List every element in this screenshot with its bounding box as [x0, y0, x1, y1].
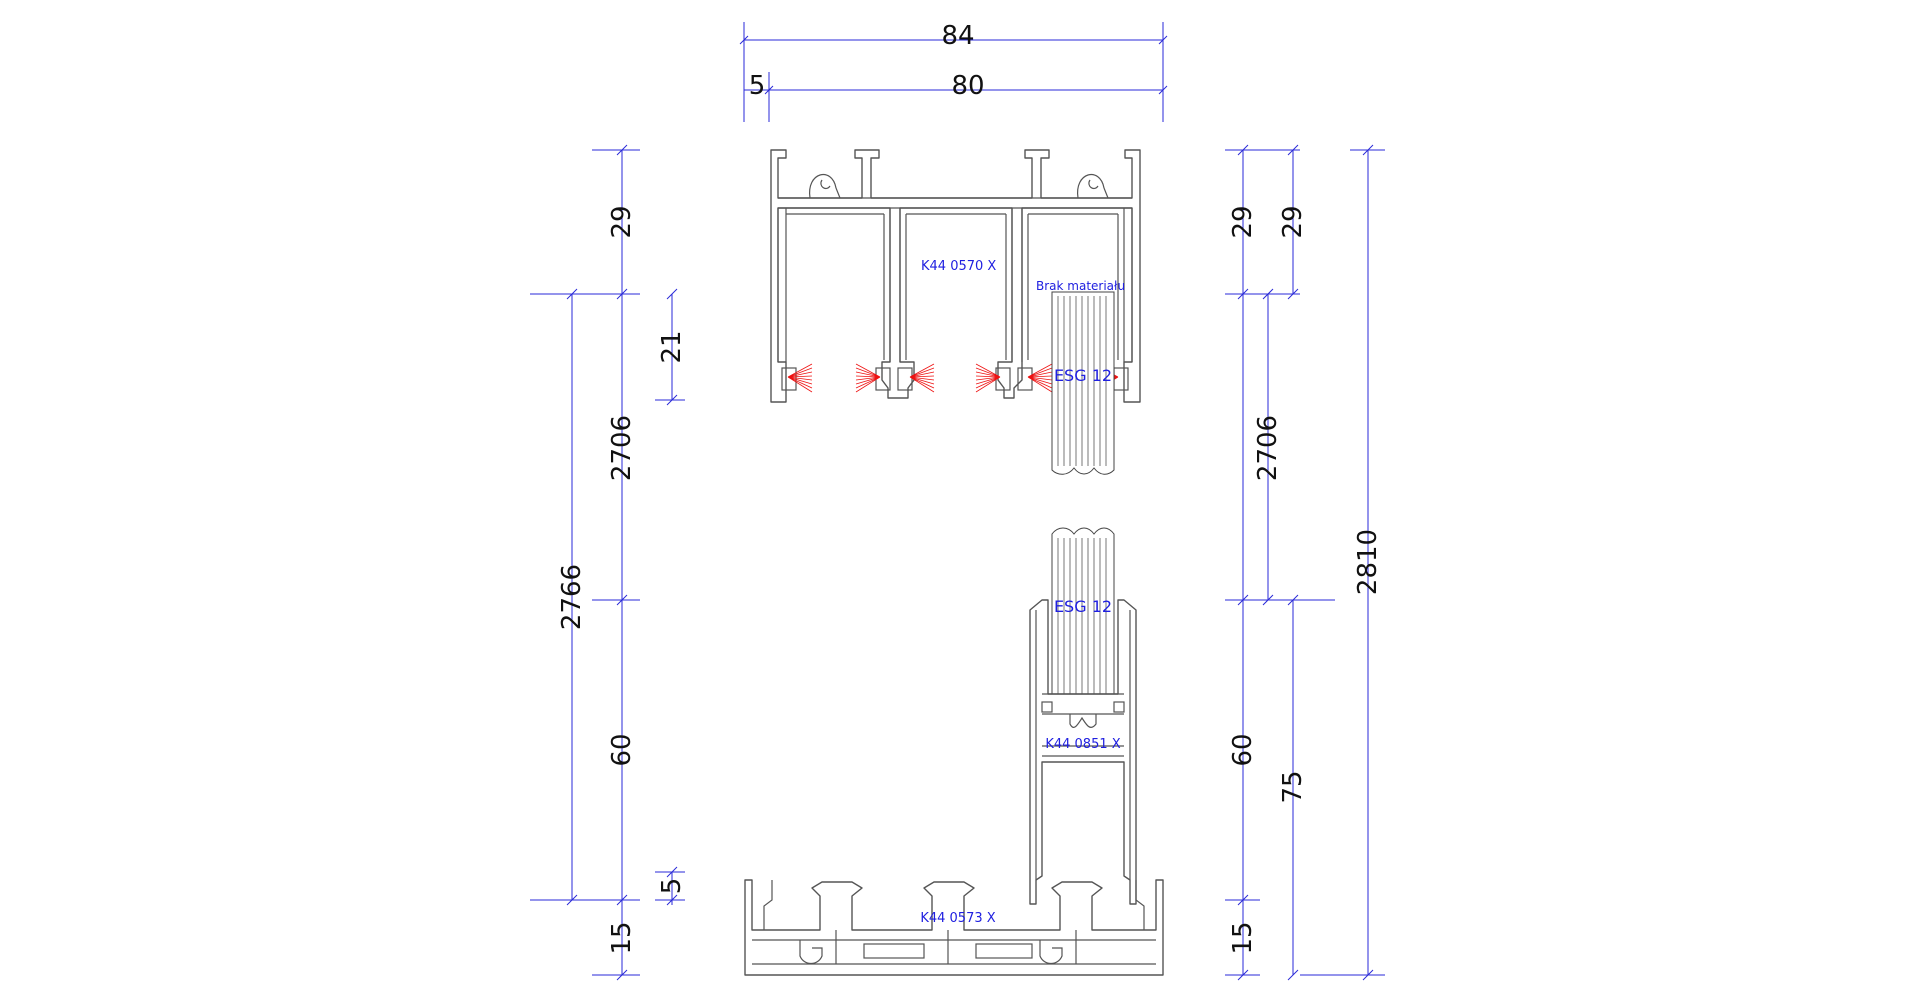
- label-bottom-profile: K44 0573 X: [920, 911, 995, 926]
- dimension-lines: [530, 22, 1385, 981]
- dim-top-total: 84: [941, 21, 974, 51]
- label-glass-bottom: ESG 12: [1054, 597, 1112, 616]
- dim-left-a-top: 29: [607, 205, 637, 238]
- dim-left-c-21: 21: [657, 330, 687, 363]
- dim-right-b-low: 75: [1278, 770, 1308, 803]
- sash-profile: [1029, 599, 1137, 905]
- glass-upper: [1051, 291, 1115, 475]
- label-sash-profile: K44 0851 X: [1045, 737, 1120, 752]
- label-top-profile: K44 0570 X: [921, 259, 996, 274]
- dim-right-total: 2810: [1353, 529, 1383, 595]
- top-frame-profile: [770, 149, 1141, 403]
- label-missing-material: Brak materiału: [1036, 279, 1125, 293]
- dim-left-a-bottom: 15: [607, 921, 637, 954]
- dim-top-left-offset: 5: [749, 71, 766, 101]
- dim-left-c-5: 5: [657, 878, 687, 895]
- dim-right-a-top: 29: [1228, 205, 1258, 238]
- dim-right-a-bottom: 15: [1228, 921, 1258, 954]
- dim-top-inner: 80: [951, 71, 984, 101]
- label-glass-top: ESG 12: [1054, 366, 1112, 385]
- dim-left-b-total: 2766: [557, 564, 587, 630]
- dim-right-b-top: 29: [1278, 205, 1308, 238]
- profile-labels: K44 0570 X Brak materiału ESG 12 ESG 12 …: [920, 259, 1125, 926]
- dimension-texts: 84 5 80 29 2706 60 15 2766 21 5 29 29 27…: [557, 21, 1383, 955]
- dim-right-a-mid: 2706: [1253, 415, 1283, 481]
- dim-left-a-mid: 2706: [607, 415, 637, 481]
- dim-left-a-low: 60: [607, 733, 637, 766]
- bottom-frame-profile: [744, 879, 1164, 976]
- glass-lower: [1051, 527, 1115, 701]
- dim-right-a-low: 60: [1228, 733, 1258, 766]
